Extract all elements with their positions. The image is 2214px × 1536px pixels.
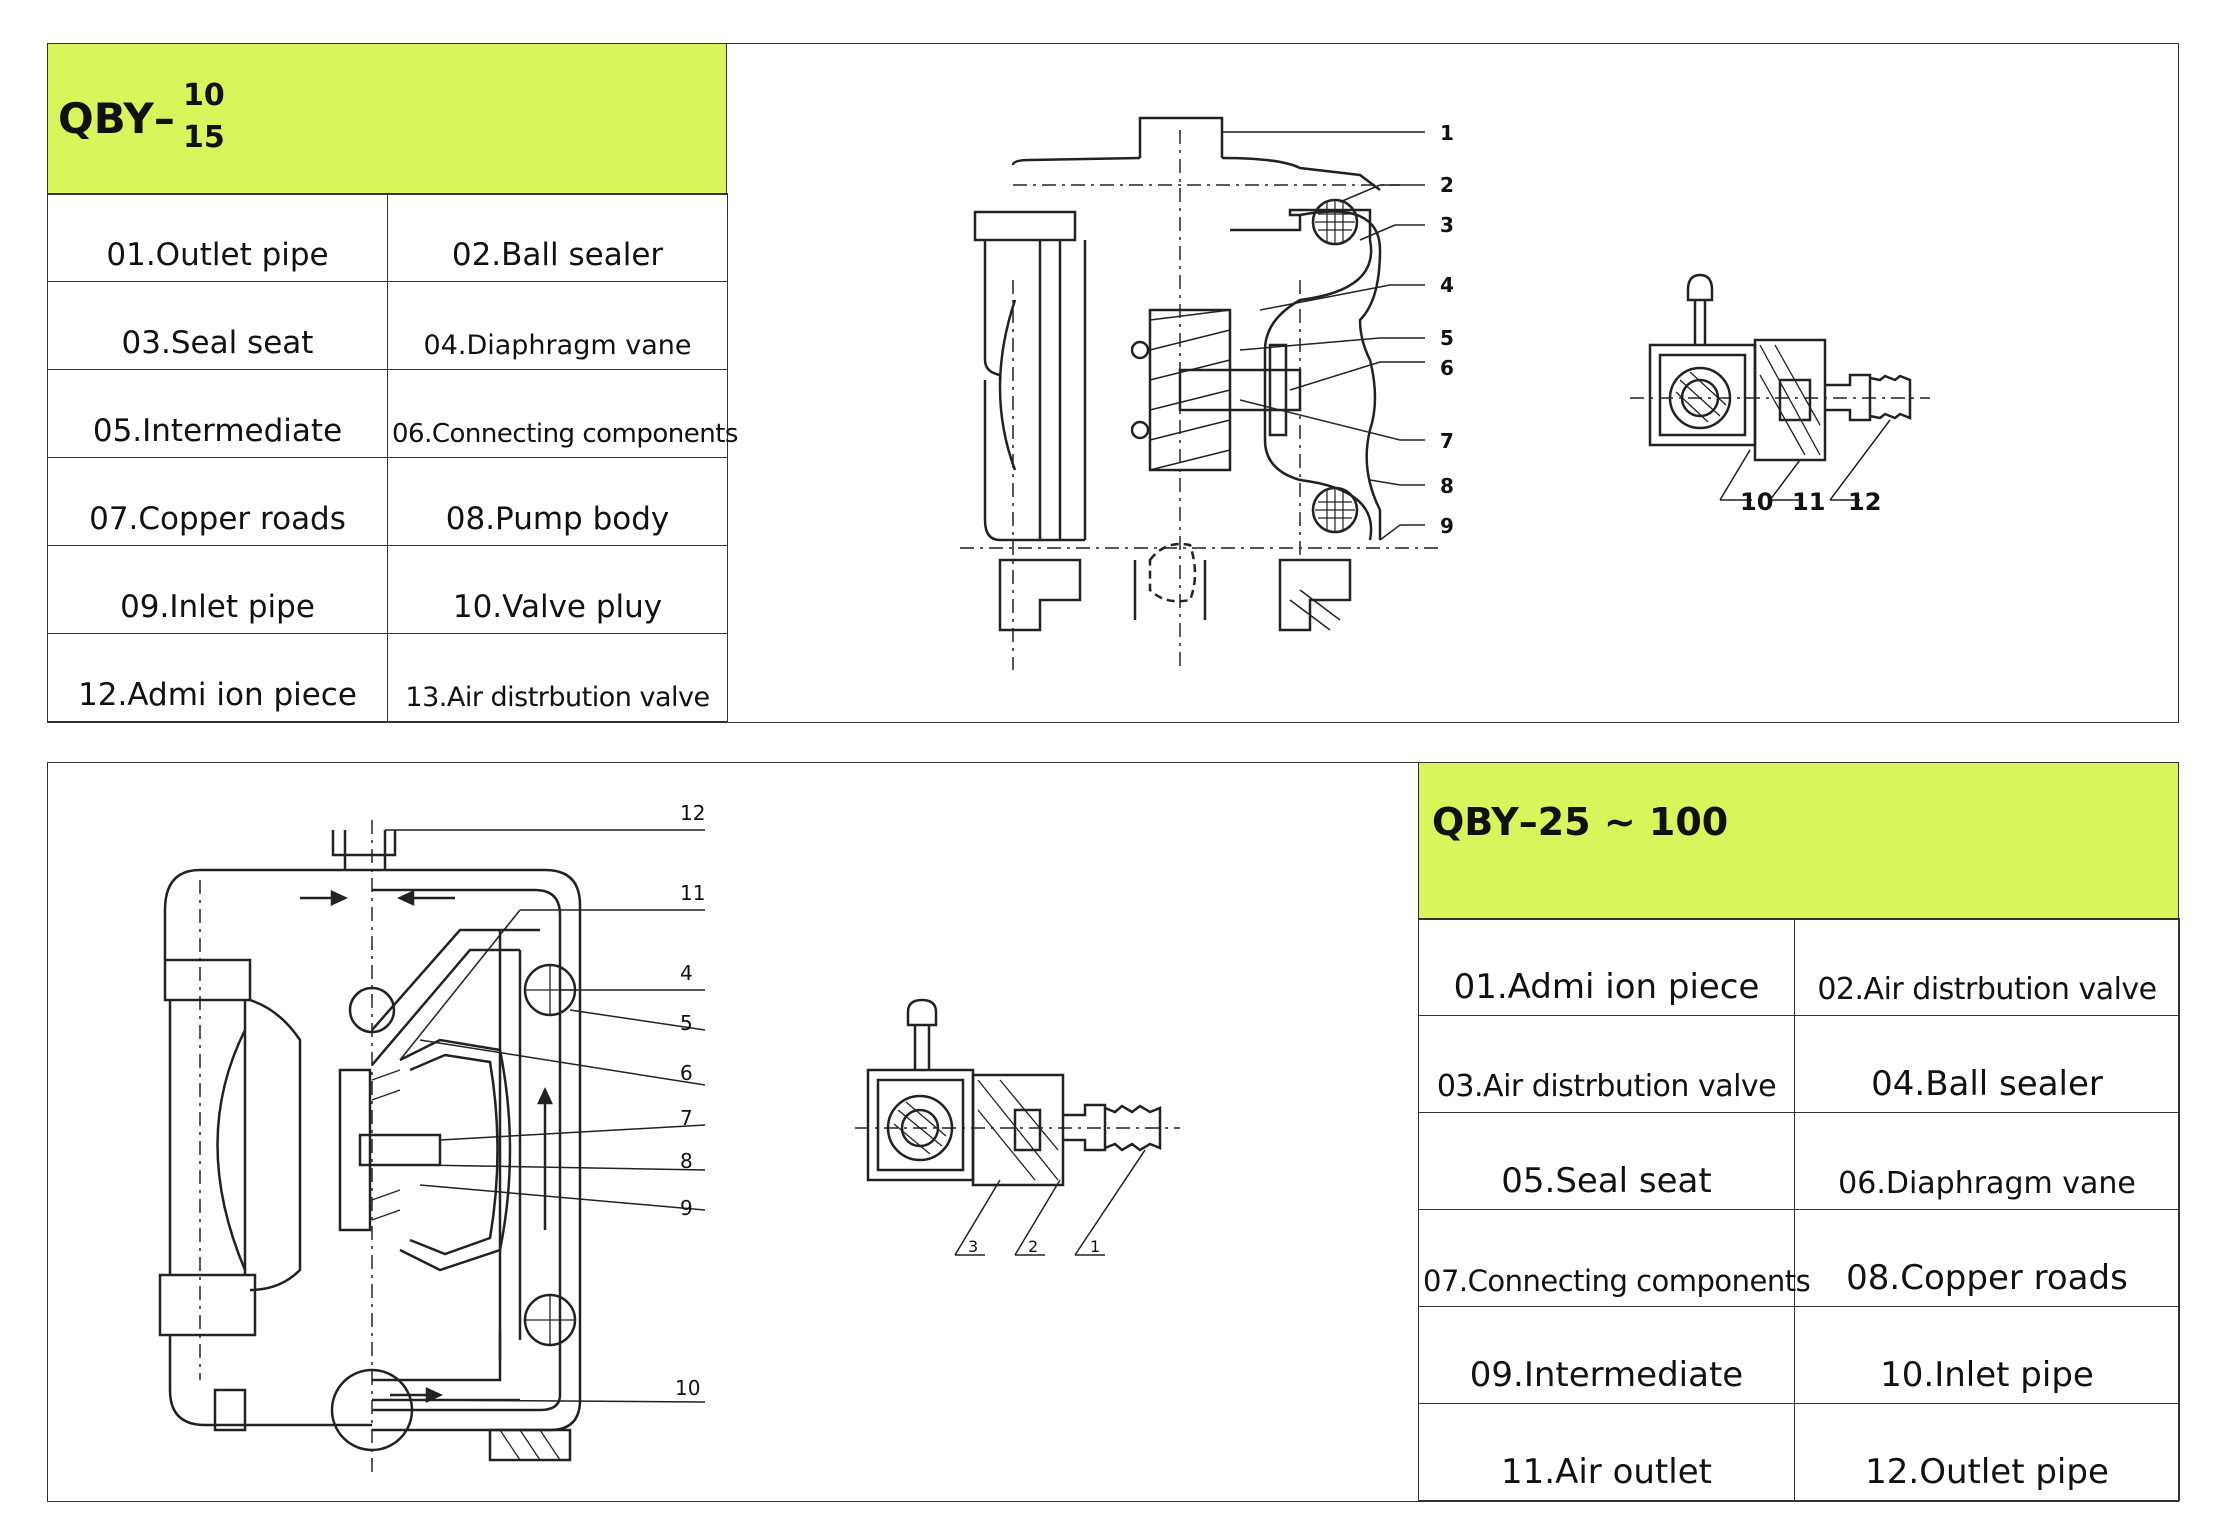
bottom-valve-callout-1: 1 (1090, 1237, 1100, 1256)
top-callout-2: 2 (1440, 173, 1454, 197)
bottom-callout-7: 7 (680, 1106, 693, 1130)
bottom-part-cell: 02.Air distrbution valve (1794, 918, 2180, 1016)
bottom-part-cell: 11.Air outlet (1418, 1403, 1795, 1501)
bottom-part-cell: 09.Intermediate (1418, 1306, 1795, 1404)
bottom-callout-12: 12 (680, 801, 705, 825)
bottom-part-cell: 12.Outlet pipe (1794, 1403, 2180, 1501)
top-callout-5: 5 (1440, 326, 1454, 350)
bottom-part-cell: 01.Admi ion piece (1418, 918, 1795, 1016)
bottom-model-title: QBY–25 ~ 100 (1432, 800, 1729, 844)
bottom-parts-table: 01.Admi ion piece 02.Air distrbution val… (1418, 918, 2180, 1501)
top-callout-8: 8 (1440, 474, 1454, 498)
bottom-part-cell: 03.Air distrbution valve (1418, 1015, 1795, 1113)
bottom-valve-callout-2: 2 (1028, 1237, 1038, 1256)
top-part-cell: 06.Connecting components (387, 369, 738, 458)
top-model-title-box (47, 43, 727, 195)
bottom-part-cell: 06.Diaphragm vane (1794, 1112, 2180, 1210)
top-part-cell: 07.Copper roads (47, 457, 388, 546)
top-part-cell: 01.Outlet pipe (47, 193, 388, 282)
bottom-part-cell: 04.Ball sealer (1794, 1015, 2180, 1113)
top-valve-callout-12: 12 (1848, 488, 1881, 516)
bottom-part-cell: 08.Copper roads (1794, 1209, 2180, 1307)
bottom-callout-9: 9 (680, 1196, 693, 1220)
bottom-callout-8: 8 (680, 1149, 693, 1173)
top-part-cell: 12.Admi ion piece (47, 633, 388, 722)
top-part-cell: 03.Seal seat (47, 281, 388, 370)
bottom-part-cell: 07.Connecting components (1418, 1209, 1811, 1307)
bottom-callout-10: 10 (675, 1376, 700, 1400)
top-valve-callout-11: 11 (1792, 488, 1825, 516)
bottom-valve-callout-3: 3 (968, 1237, 978, 1256)
top-part-cell: 13.Air distrbution valve (387, 633, 728, 722)
top-part-cell: 05.Intermediate (47, 369, 388, 458)
top-model-sub: 15 (183, 120, 225, 155)
bottom-callout-6: 6 (680, 1061, 693, 1085)
top-callout-6: 6 (1440, 356, 1454, 380)
top-part-cell: 04.Diaphragm vane (387, 281, 728, 370)
top-part-cell: 02.Ball sealer (387, 193, 728, 282)
top-part-cell: 09.Inlet pipe (47, 545, 388, 634)
top-model-sup: 10 (183, 78, 225, 113)
top-model-prefix: QBY– (58, 94, 175, 143)
top-callout-4: 4 (1440, 273, 1454, 297)
top-parts-table: 01.Outlet pipe 02.Ball sealer 03.Seal se… (47, 193, 738, 722)
bottom-model-title-box (1418, 762, 2179, 920)
top-callout-3: 3 (1440, 213, 1454, 237)
top-callout-7: 7 (1440, 429, 1454, 453)
top-callout-1: 1 (1440, 121, 1454, 145)
bottom-callout-11: 11 (680, 881, 705, 905)
bottom-callout-5: 5 (680, 1011, 693, 1035)
bottom-callout-4: 4 (680, 961, 693, 985)
top-valve-callout-10: 10 (1740, 488, 1773, 516)
top-part-cell: 10.Valve pluy (387, 545, 728, 634)
top-callout-9: 9 (1440, 514, 1454, 538)
bottom-part-cell: 10.Inlet pipe (1794, 1306, 2180, 1404)
top-part-cell: 08.Pump body (387, 457, 728, 546)
